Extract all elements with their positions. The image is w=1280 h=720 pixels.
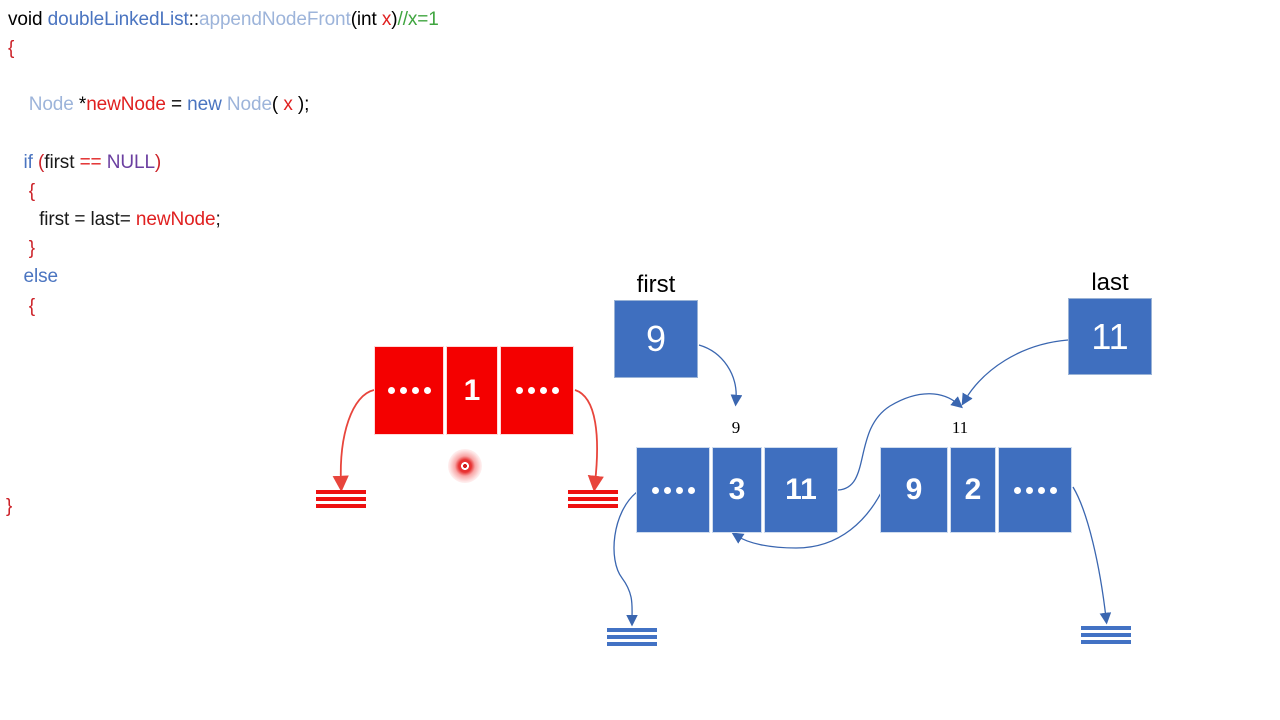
code-token: newNode <box>86 94 166 115</box>
pointer-last-box[interactable]: 11 <box>1068 298 1152 375</box>
node1-cell-value[interactable]: 3 <box>712 447 762 533</box>
code-token: (int <box>350 9 382 30</box>
arrow-node2-next-to-null <box>1072 486 1112 625</box>
arrow-first-pointer-to-node <box>698 344 743 407</box>
code-line-0: void doubleLinkedList::appendNodeFront(i… <box>8 10 439 30</box>
code-token: void <box>8 9 48 30</box>
code-token: } <box>28 238 35 259</box>
code-token: { <box>28 181 35 202</box>
code-token: Node <box>28 94 79 115</box>
pointer-last-value: 11 <box>1091 315 1129 357</box>
new-node-cell-prev[interactable] <box>374 346 444 435</box>
code-line-4: { <box>8 182 35 202</box>
node2-prev-value: 9 <box>905 473 923 506</box>
code-line-1: { <box>8 39 14 59</box>
node1-above-label: 9 <box>731 418 741 437</box>
new-node-cell-value[interactable]: 1 <box>446 346 498 435</box>
code-token: appendNodeFront <box>199 9 351 30</box>
code-token <box>8 209 39 230</box>
node1-cell-next[interactable]: 11 <box>764 447 838 533</box>
code-token: //x=1 <box>397 9 439 30</box>
dots-icon <box>651 486 695 494</box>
code-line-2: Node *newNode = new Node( x ); <box>8 94 310 115</box>
code-token: if <box>23 152 39 173</box>
code-line-7: else <box>8 266 59 287</box>
ground-red-left <box>316 490 366 511</box>
code-token: NULL <box>106 152 155 173</box>
code-token: { <box>28 296 35 317</box>
code-token: doubleLinkedList <box>47 9 189 30</box>
code-token: ) <box>391 9 398 30</box>
code-token <box>8 296 29 317</box>
code-token: * <box>78 94 87 115</box>
code-token <box>8 152 24 173</box>
code-token <box>8 238 29 259</box>
code-token: newNode <box>135 209 216 230</box>
code-token: { <box>8 38 15 59</box>
new-node-cell-next[interactable] <box>500 346 574 435</box>
new-node-value: 1 <box>463 373 481 407</box>
code-token: x <box>283 94 293 115</box>
arrow-node1-prev-to-null <box>613 491 638 627</box>
ground-blue-right <box>1081 626 1131 647</box>
code-token: first = last= <box>39 209 136 230</box>
pointer-first-label: first <box>636 271 676 298</box>
code-closing-brace: } <box>6 496 13 517</box>
code-token: Node <box>226 94 272 115</box>
ground-blue-left <box>607 628 657 649</box>
code-panel: void doubleLinkedList::appendNodeFront(i… <box>0 0 600 560</box>
ground-red-right <box>568 490 618 511</box>
pointer-last-label: last <box>1091 269 1129 296</box>
code-token: ( <box>271 94 284 115</box>
node1-value: 3 <box>728 473 746 506</box>
code-line-3: if (first == NULL) <box>8 152 162 173</box>
code-line-6: } <box>8 239 35 259</box>
code-token <box>8 266 24 287</box>
code-token: = <box>165 94 188 115</box>
code-token: else <box>23 266 59 287</box>
code-token: new <box>187 94 227 115</box>
pointer-first-value: 9 <box>645 318 667 359</box>
code-token: ) <box>154 152 162 173</box>
code-line-5: first = last= newNode; <box>8 210 221 230</box>
dots-icon <box>1013 486 1057 494</box>
code-token <box>8 181 29 202</box>
node1-next-value: 11 <box>785 473 817 506</box>
code-token: ; <box>215 209 221 230</box>
arrow-last-pointer-to-node <box>961 339 1069 406</box>
code-token <box>8 94 29 115</box>
laser-pointer-dot-icon <box>448 449 482 483</box>
code-token: ( <box>38 152 45 173</box>
node2-cell-next[interactable] <box>998 447 1072 533</box>
node2-above-label: 11 <box>951 418 969 437</box>
node2-value: 2 <box>964 473 982 506</box>
node2-cell-value[interactable]: 2 <box>950 447 996 533</box>
pointer-first-box[interactable]: 9 <box>614 300 698 378</box>
code-token: :: <box>188 9 200 30</box>
dots-icon <box>387 387 431 394</box>
dots-icon <box>515 387 559 394</box>
code-token: first <box>44 152 80 173</box>
code-line-8: { <box>8 297 35 317</box>
code-token: ); <box>292 94 310 115</box>
code-token: x <box>381 9 392 30</box>
code-token: == <box>79 152 107 173</box>
node1-cell-prev[interactable] <box>636 447 710 533</box>
node2-cell-prev[interactable]: 9 <box>880 447 948 533</box>
